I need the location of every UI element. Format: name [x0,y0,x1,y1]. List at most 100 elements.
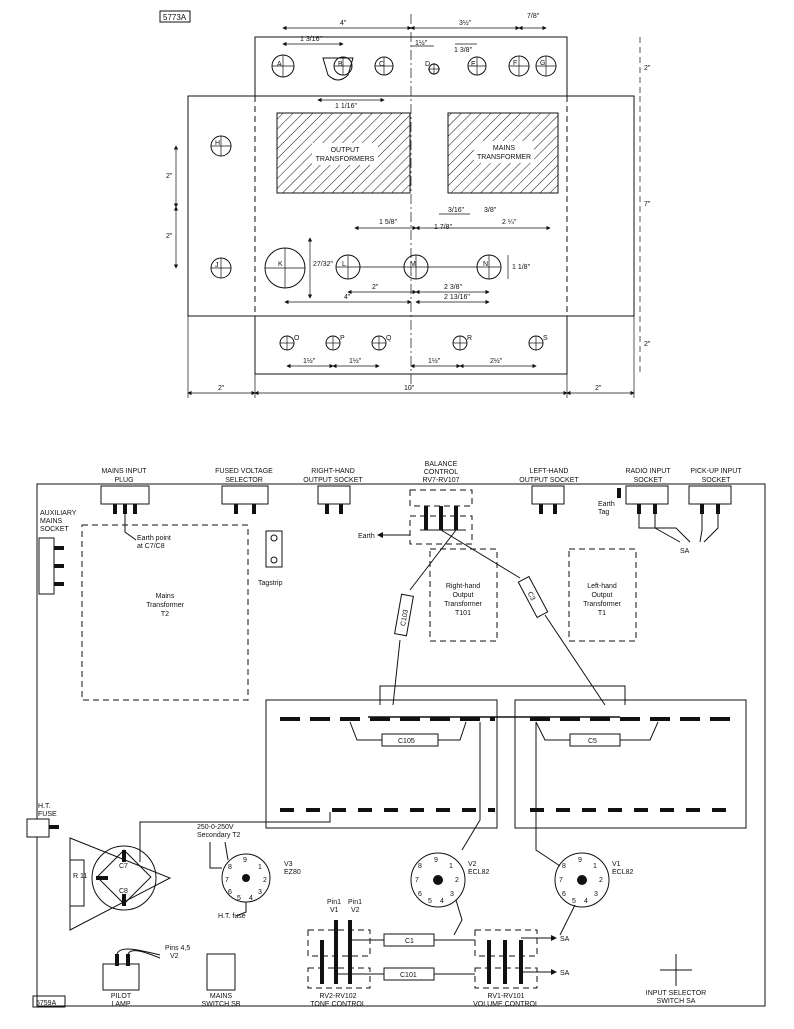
hole-c: C [374,56,394,76]
wiring-diagram: MAINS INPUT PLUG FUSED VOLTAGE SELECTOR … [26,461,766,1008]
hole-o: O [279,335,300,351]
svg-text:T101: T101 [455,610,471,617]
svg-text:2": 2" [218,385,225,392]
svg-text:C8: C8 [119,888,128,895]
svg-text:5: 5 [237,895,241,902]
svg-text:2 13/16": 2 13/16" [444,294,470,301]
svg-text:4: 4 [440,898,444,905]
svg-text:8: 8 [562,863,566,870]
svg-text:BALANCE: BALANCE [425,461,458,468]
hole-q: Q [371,335,392,351]
svg-text:ECL82: ECL82 [612,869,634,876]
drawing-number-box-top [159,10,191,23]
svg-text:AUXILIARY: AUXILIARY [40,510,77,517]
svg-text:H.T.: H.T. [38,803,51,810]
svg-text:Earth: Earth [358,533,375,540]
svg-text:7: 7 [415,877,419,884]
svg-text:E: E [471,61,476,68]
svg-text:2½": 2½" [490,357,503,365]
output-transformers-label-2: TRANSFORMERS [316,156,375,163]
rh-valve-panel [265,699,498,829]
svg-text:Output: Output [591,592,612,599]
lh-output-transformer [568,548,637,642]
hole-d: D [425,61,440,75]
mains-switch: MAINS SWITCH SB [202,953,241,1008]
hole-l: L [335,254,361,280]
input-selector-switch: INPUT SELECTOR SWITCH SA [646,954,706,1005]
svg-text:T2: T2 [161,611,169,618]
svg-text:1 3/8": 1 3/8" [454,47,473,54]
svg-text:1 7/8": 1 7/8" [434,224,453,231]
svg-text:OUTPUT SOCKET: OUTPUT SOCKET [303,477,363,484]
svg-text:Transformer: Transformer [444,601,483,608]
svg-text:3: 3 [594,891,598,898]
pickup-input-socket [688,485,732,514]
svg-text:1 1/16": 1 1/16" [335,103,357,110]
svg-text:5: 5 [428,898,432,905]
svg-text:8: 8 [418,863,422,870]
svg-text:RV2-RV102: RV2-RV102 [319,993,356,1000]
svg-text:H.T. fuse: H.T. fuse [218,913,246,920]
svg-text:MAINS: MAINS [210,993,233,1000]
svg-text:3: 3 [258,889,262,896]
svg-text:2 ¼": 2 ¼" [502,219,517,226]
mains-transformer-label-2: TRANSFORMER [477,154,531,161]
svg-text:6: 6 [418,891,422,898]
svg-text:FUSED VOLTAGE: FUSED VOLTAGE [215,468,273,475]
c103-capacitor: C103 [394,593,414,637]
svg-text:V2: V2 [468,861,477,868]
svg-text:R 11: R 11 [73,873,87,880]
svg-text:Right-hand: Right-hand [446,583,480,590]
svg-text:C105: C105 [398,738,415,745]
svg-text:4": 4" [344,294,351,301]
svg-text:4": 4" [340,20,347,27]
svg-text:OUTPUT SOCKET: OUTPUT SOCKET [519,477,579,484]
tagstrip: Tagstrip [258,530,283,587]
tone-control: Pin1 V1 Pin1 V2 C1 C101 RV2-RV102 TONE C… [307,899,475,1008]
hole-r: R [452,335,472,351]
svg-text:SOCKET: SOCKET [702,477,732,484]
drawing-number-box-bottom [32,995,66,1008]
svg-text:1: 1 [593,863,597,870]
svg-text:L: L [342,261,346,268]
svg-text:2": 2" [372,284,379,291]
svg-text:Transformer: Transformer [146,602,185,609]
svg-text:3½": 3½" [459,19,472,27]
svg-text:C7: C7 [119,863,128,870]
svg-text:SWITCH SA: SWITCH SA [657,998,696,1005]
svg-text:LEFT-HAND: LEFT-HAND [530,468,569,475]
svg-text:C101: C101 [400,972,417,979]
hole-j: J [210,257,232,279]
svg-text:V1: V1 [612,861,621,868]
mains-input-plug [100,485,150,514]
svg-text:4: 4 [584,898,588,905]
svg-text:J: J [215,262,219,269]
v1-ecl82-valve: V1 ECL82 9 1 2 3 4 5 6 7 8 [554,852,634,908]
svg-text:Left-hand: Left-hand [587,583,617,590]
svg-text:S: S [543,335,548,342]
lh-valve-panel [514,699,747,829]
svg-text:6: 6 [562,891,566,898]
svg-text:9: 9 [578,857,582,864]
svg-text:SELECTOR: SELECTOR [225,477,263,484]
svg-text:Pin1: Pin1 [327,899,341,906]
svg-text:Earth: Earth [598,501,615,508]
svg-text:2 3/8": 2 3/8" [444,284,463,291]
svg-text:F: F [513,60,517,67]
ht-fuse: H.T. FUSE [26,803,59,838]
svg-text:ECL82: ECL82 [468,869,490,876]
svg-text:2": 2" [166,173,173,180]
mains-transformer-outline [81,524,249,701]
svg-text:T1: T1 [598,610,606,617]
svg-text:A: A [277,61,282,68]
svg-text:RV1-RV101: RV1-RV101 [487,993,524,1000]
svg-text:SWITCH SB: SWITCH SB [202,1001,241,1008]
svg-text:INPUT SELECTOR: INPUT SELECTOR [646,990,706,997]
svg-text:MAINS: MAINS [40,518,63,525]
svg-text:M: M [410,261,416,268]
svg-text:5: 5 [572,898,576,905]
svg-text:C1: C1 [405,938,414,945]
svg-text:SA: SA [560,936,570,943]
svg-text:D: D [425,61,430,68]
smoothing-capacitor-c7-c8: R 11 C7 C8 [69,837,172,931]
